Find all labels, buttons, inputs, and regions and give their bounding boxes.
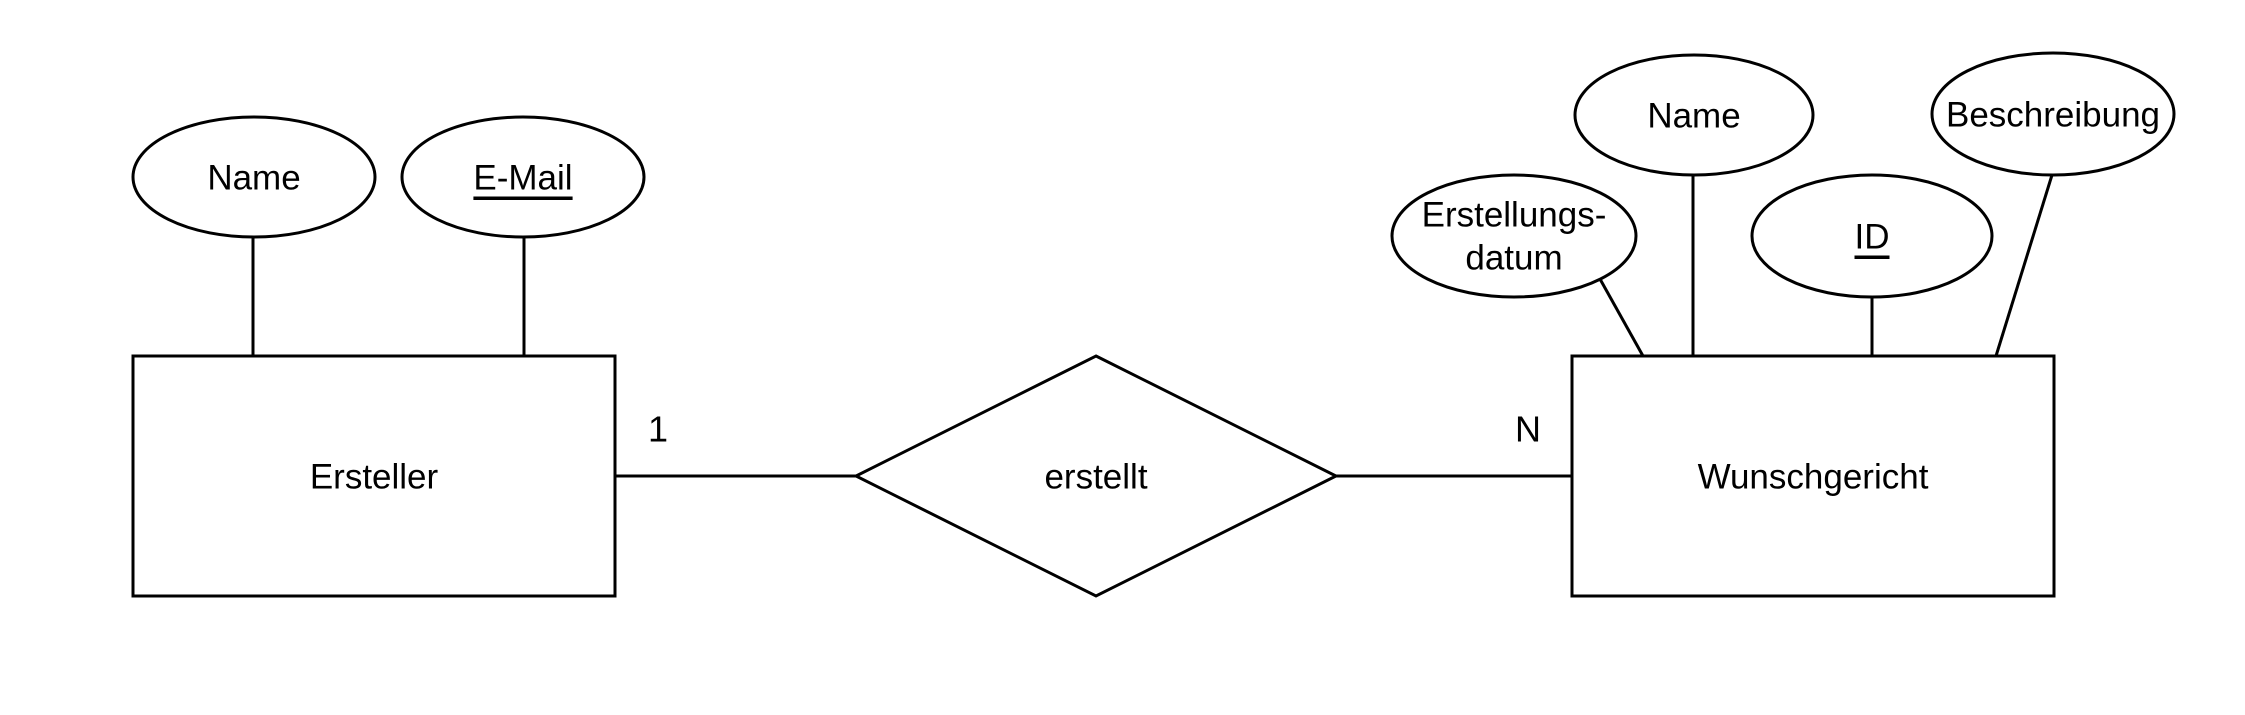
attribute-name-label: Name — [207, 159, 300, 198]
attribute-email-ellipse — [400, 115, 646, 239]
attribute-beschreibung-label: Beschreibung — [1946, 96, 2160, 135]
attribute-erstellungsdatum-label-line1: Erstellungs- — [1422, 196, 1607, 235]
attribute-name-ellipse — [131, 115, 377, 239]
attribute-name2-ellipse — [1573, 53, 1815, 177]
relationship-erstellt-diamond — [852, 354, 1340, 598]
attribute-id-label: ID — [1855, 218, 1890, 257]
entity-ersteller-label: Ersteller — [310, 458, 439, 497]
attribute-name2-label: Name — [1647, 97, 1740, 136]
attribute-email-label: E-Mail — [473, 159, 572, 198]
relationship-erstellt-label: erstellt — [1044, 458, 1147, 497]
attribute-erstellungsdatum-ellipse — [1390, 173, 1638, 299]
attribute-erstellungsdatum-label-line2: datum — [1465, 239, 1562, 278]
connector-erstellungsdatum-to-wunschgericht — [1598, 278, 1645, 357]
entity-wunschgericht-label: Wunschgericht — [1698, 458, 1929, 497]
attribute-id-ellipse — [1750, 173, 1994, 299]
cardinality-left-label: 1 — [648, 409, 668, 450]
entity-wunschgericht-box — [1570, 354, 2056, 598]
connector-lines — [251, 174, 2054, 478]
attribute-beschreibung-ellipse — [1930, 51, 2176, 177]
entity-ersteller-box — [131, 354, 617, 598]
cardinality-right-label: N — [1515, 409, 1541, 450]
connector-beschreibung-to-wunschgericht — [1994, 174, 2054, 357]
